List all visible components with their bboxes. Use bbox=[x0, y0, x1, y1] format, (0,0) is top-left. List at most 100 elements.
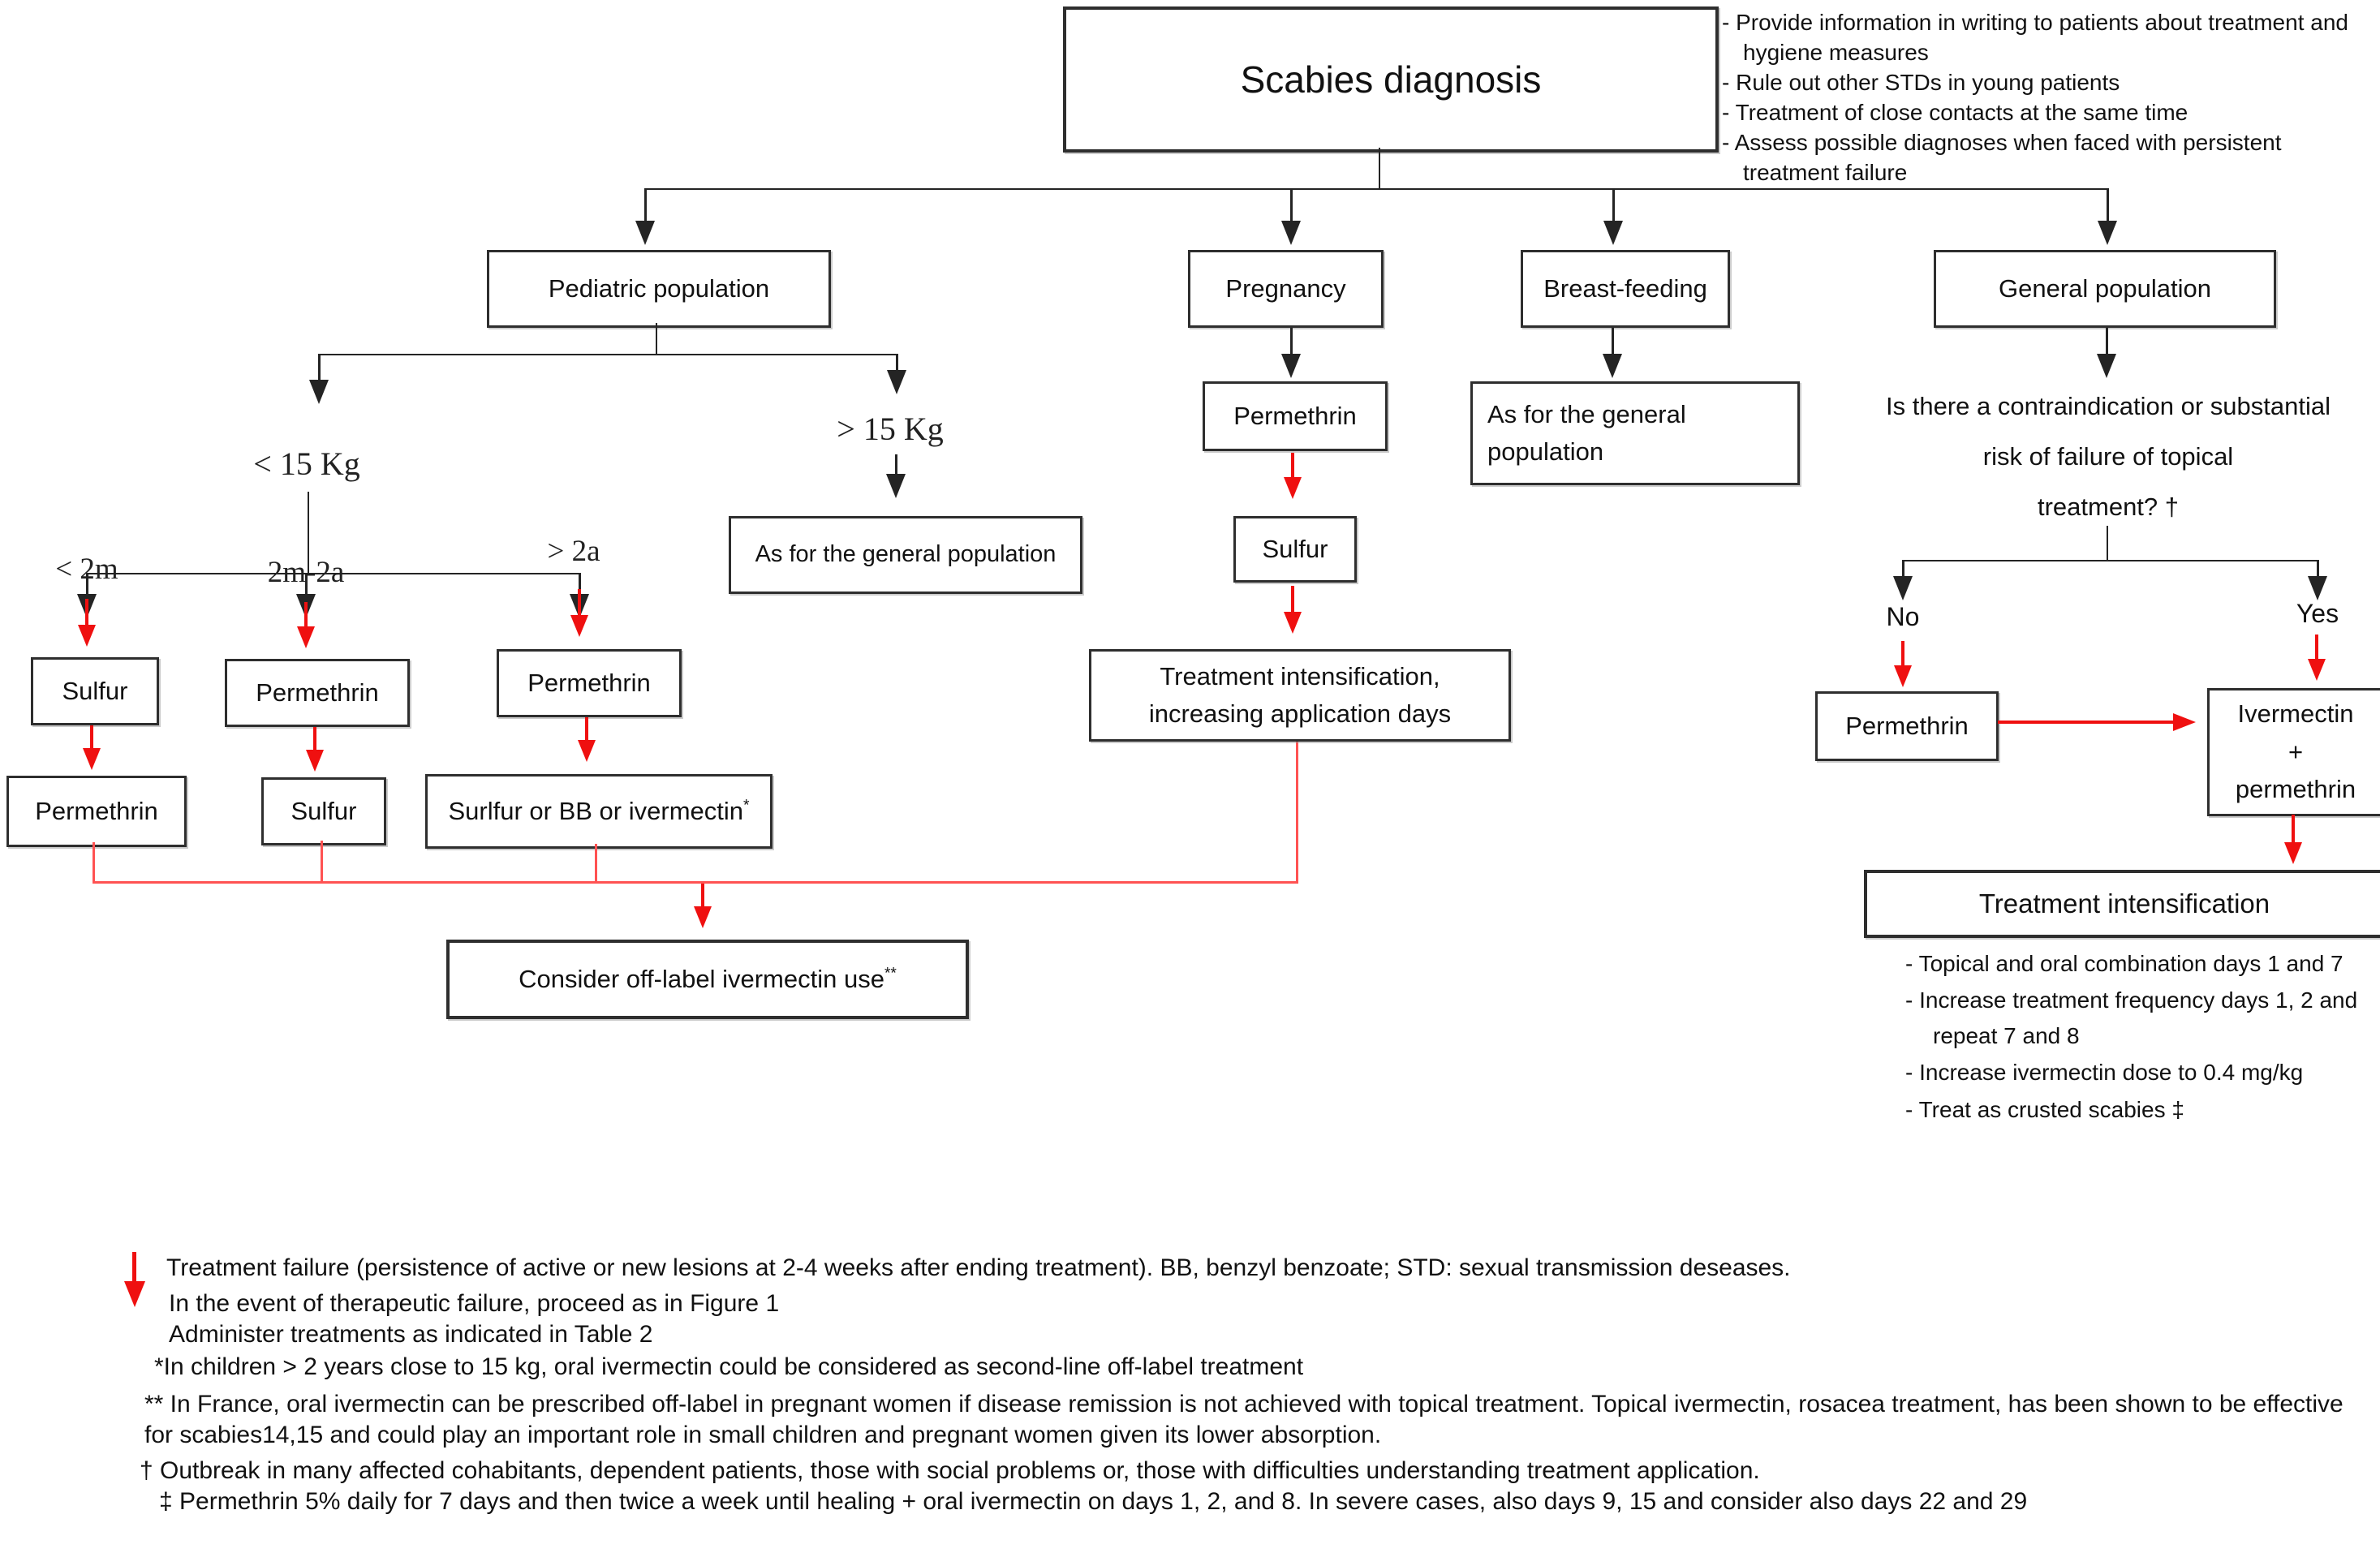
node-ivermectin-permethrin-label: Ivermectin + permethrin bbox=[2236, 695, 2356, 809]
red-arrow-shaft bbox=[85, 599, 88, 628]
red-arrow-down-icon bbox=[1284, 477, 1302, 499]
connector-question-stem bbox=[2107, 526, 2108, 560]
arrow-down-icon bbox=[2308, 576, 2327, 600]
arrow-breastfeeding-shaft bbox=[1612, 188, 1615, 224]
top-note: Assess possible diagnoses when faced wit… bbox=[1722, 128, 2380, 188]
footnote-red-arrow-icon bbox=[124, 1281, 145, 1307]
label-age-lt2m: < 2m bbox=[55, 553, 118, 586]
red-arrow-shaft bbox=[701, 884, 704, 910]
label-age-gt2a: > 2a bbox=[547, 535, 600, 568]
connector-age-split bbox=[86, 573, 581, 574]
node-2m2a-first: Permethrin bbox=[225, 659, 410, 727]
red-arrow-shaft bbox=[90, 725, 93, 751]
node-gt2a-second-text: Surlfur or BB or ivermectin bbox=[448, 797, 744, 826]
double-asterisk-superscript: ** bbox=[884, 965, 897, 983]
red-arrow-shaft bbox=[304, 602, 308, 630]
arrow-pregnancy-step1-shaft bbox=[1290, 328, 1293, 357]
connector-pediatric-stem bbox=[656, 323, 657, 355]
node-pregnancy-intensification: Treatment intensification, increasing ap… bbox=[1089, 649, 1511, 742]
footnote-double-dagger: ‡ Permethrin 5% daily for 7 days and the… bbox=[159, 1488, 2028, 1515]
node-breastfeeding-as-general-label: As for the general population bbox=[1487, 399, 1686, 467]
arrow-down-icon bbox=[887, 370, 906, 394]
general-question-line: treatment? † bbox=[2037, 493, 2180, 521]
arrow-pediatric-shaft bbox=[644, 188, 647, 224]
node-gt2a-second: Surlfur or BB or ivermectin* bbox=[425, 774, 773, 849]
red-arrow-shaft bbox=[2315, 635, 2318, 662]
red-arrow-down-icon bbox=[78, 625, 96, 647]
arrow-age3-shaft bbox=[579, 573, 581, 597]
arrow-down-icon bbox=[1603, 221, 1623, 245]
arrow-down-icon bbox=[886, 474, 906, 498]
arrow-yes-shaft bbox=[2317, 560, 2319, 579]
connector-yesno-split bbox=[1903, 560, 2318, 561]
label-yes: Yes bbox=[2296, 599, 2339, 628]
footnote-dagger: † Outbreak in many affected cohabitants,… bbox=[140, 1457, 1760, 1484]
red-arrow-shaft bbox=[578, 589, 581, 618]
node-ivermectin-permethrin: Ivermectin + permethrin bbox=[2207, 688, 2380, 816]
red-arrow-down-icon bbox=[297, 626, 315, 648]
red-connector-pregnancy-stub bbox=[1296, 737, 1298, 884]
permethrin-line: permethrin bbox=[2235, 775, 2356, 804]
node-treatment-intensification: Treatment intensification bbox=[1864, 870, 2380, 938]
general-question-line: risk of failure of topical bbox=[1982, 442, 2234, 471]
arrow-down-icon bbox=[309, 380, 329, 404]
label-age-2m-2a: 2m-2a bbox=[267, 556, 345, 589]
red-collector-line bbox=[93, 881, 1298, 884]
red-arrow-down-icon bbox=[2308, 659, 2326, 681]
node-pregnancy-sulfur: Sulfur bbox=[1233, 516, 1357, 583]
intensification-list: Topical and oral combination days 1 and … bbox=[1905, 946, 2380, 1129]
node-general-label: General population bbox=[1999, 274, 2211, 303]
intensification-item: Increase ivermectin dose to 0.4 mg/kg bbox=[1905, 1055, 2380, 1090]
intensification-line2: increasing application days bbox=[1148, 699, 1452, 728]
asterisk-superscript: * bbox=[743, 797, 750, 815]
red-arrow-down-icon bbox=[1894, 665, 1912, 687]
node-pregnancy-label: Pregnancy bbox=[1225, 274, 1346, 303]
node-lt2m-first: Sulfur bbox=[31, 657, 159, 725]
arrow-down-icon bbox=[2098, 221, 2117, 245]
red-connector-stub bbox=[595, 844, 597, 883]
node-general-permethrin: Permethrin bbox=[1815, 691, 1999, 761]
arrow-no-shaft bbox=[1902, 560, 1904, 579]
connector-pediatric-split bbox=[319, 354, 897, 355]
intensification-item: Treat as crusted scabies ‡ bbox=[1905, 1092, 2380, 1127]
red-connector-stub bbox=[321, 841, 323, 883]
arrow-down-icon bbox=[635, 221, 655, 245]
red-arrow-down-icon bbox=[1284, 612, 1302, 634]
node-pediatric-population: Pediatric population bbox=[487, 250, 831, 328]
node-pediatric-label: Pediatric population bbox=[548, 274, 770, 303]
node-gt2a-first: Permethrin bbox=[497, 649, 682, 717]
red-arrow-down-icon bbox=[83, 748, 101, 770]
node-lt2m-second-label: Permethrin bbox=[35, 797, 158, 826]
plus-line: + bbox=[2287, 737, 2304, 766]
node-lt2m-second: Permethrin bbox=[6, 776, 187, 847]
node-breastfeeding-label: Breast-feeding bbox=[1543, 274, 1707, 303]
footnote-red-arrow-shaft bbox=[132, 1252, 136, 1284]
node-breastfeeding-as-general: As for the general population bbox=[1470, 381, 1800, 485]
node-2m2a-second: Sulfur bbox=[261, 777, 386, 845]
red-arrow-shaft bbox=[1291, 453, 1294, 480]
arrow-age1-shaft bbox=[86, 573, 88, 597]
node-lt2m-first-label: Sulfur bbox=[62, 677, 128, 706]
footnote-single-asterisk: *In children > 2 years close to 15 kg, o… bbox=[154, 1353, 1304, 1380]
label-over-15kg: > 15 Kg bbox=[837, 411, 944, 447]
red-arrow-shaft bbox=[585, 717, 588, 743]
red-arrow-down-icon bbox=[694, 906, 712, 928]
node-consider-ivermectin-text: Consider off-label ivermectin use bbox=[519, 965, 884, 994]
general-question: Is there a contraindication or substanti… bbox=[1848, 381, 2368, 532]
connector-trunk bbox=[644, 188, 2108, 190]
label-under-15kg: < 15 Kg bbox=[253, 445, 360, 482]
footnote-treatment-failure: Treatment failure (persistence of active… bbox=[166, 1254, 1791, 1281]
arrow-down-icon bbox=[1281, 354, 1301, 378]
arrow-pregnancy-shaft bbox=[1290, 188, 1293, 224]
node-gt2a-first-label: Permethrin bbox=[527, 669, 651, 698]
red-arrow-shaft bbox=[2292, 815, 2295, 845]
red-connector-stub bbox=[93, 842, 95, 883]
red-arrow-shaft bbox=[313, 727, 316, 753]
red-arrow-down-icon bbox=[306, 750, 324, 772]
arrow-general-shaft bbox=[2107, 188, 2109, 224]
top-note: Provide information in writing to patien… bbox=[1722, 8, 2380, 68]
arrow-down-icon bbox=[1281, 221, 1301, 245]
node-pediatric-as-general: As for the general population bbox=[729, 516, 1082, 594]
connector-under15-stem bbox=[308, 492, 309, 574]
node-consider-ivermectin: Consider off-label ivermectin use** bbox=[446, 940, 969, 1019]
